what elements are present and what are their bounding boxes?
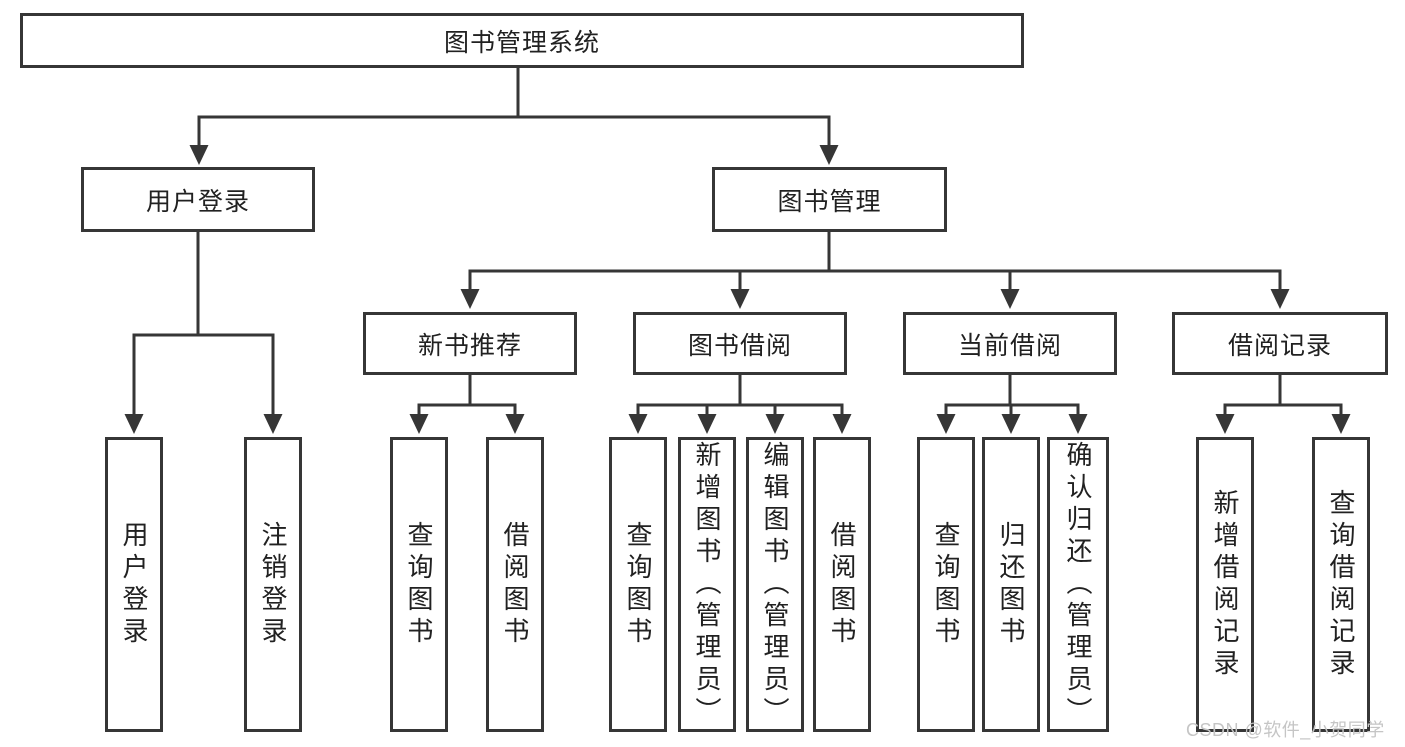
leaf-edit-book-admin: 编辑图书（管理员） [746,437,804,732]
leaf-query-books-current-label: 查询图书 [931,520,961,649]
leaf-borrow-books-borrowing: 借阅图书 [813,437,871,732]
leaf-edit-book-admin-label: 编辑图书（管理员） [760,440,790,729]
leaf-logout-login: 注销登录 [244,437,302,732]
node-borrowing-records-label: 借阅记录 [1227,331,1332,360]
leaf-borrow-books-recommend-label: 借阅图书 [500,520,530,649]
leaf-query-borrow-record-label: 查询借阅记录 [1326,488,1356,681]
node-user-login: 用户登录 [81,167,315,232]
leaf-query-borrow-record: 查询借阅记录 [1312,437,1370,732]
leaf-add-borrow-record: 新增借阅记录 [1196,437,1254,732]
leaf-confirm-return-admin: 确认归还（管理员） [1047,437,1109,732]
leaf-query-books-recommend: 查询图书 [390,437,448,732]
node-new-book-recommendation: 新书推荐 [363,312,577,375]
leaf-query-books-current: 查询图书 [917,437,975,732]
leaf-add-book-admin: 新增图书（管理员） [678,437,736,732]
leaf-add-book-admin-label: 新增图书（管理员） [692,440,722,729]
connector-edges [132,66,1343,416]
leaf-confirm-return-admin-label: 确认归还（管理员） [1063,440,1093,729]
connector-arrowheads [124,145,1351,434]
leaf-borrow-books-borrowing-label: 借阅图书 [827,520,857,649]
node-current-borrowing-label: 当前借阅 [957,331,1062,360]
leaf-user-login-label: 用户登录 [119,520,149,649]
node-root-system: 图书管理系统 [20,13,1024,68]
node-current-borrowing: 当前借阅 [903,312,1117,375]
node-book-borrowing-label: 图书借阅 [687,331,792,360]
leaf-query-books-borrowing-label: 查询图书 [623,520,653,649]
node-borrowing-records: 借阅记录 [1172,312,1388,375]
leaf-query-books-recommend-label: 查询图书 [404,520,434,649]
node-new-book-recommendation-label: 新书推荐 [417,331,522,360]
leaf-user-login: 用户登录 [105,437,163,732]
leaf-return-books: 归还图书 [982,437,1040,732]
leaf-return-books-label: 归还图书 [996,520,1026,649]
leaf-add-borrow-record-label: 新增借阅记录 [1210,488,1240,681]
leaf-logout-login-label: 注销登录 [258,520,288,649]
node-root-system-label: 图书管理系统 [443,28,600,57]
node-book-borrowing: 图书借阅 [633,312,847,375]
watermark: CSDN @软件_小贺同学 [1186,720,1385,740]
leaf-query-books-borrowing: 查询图书 [609,437,667,732]
node-user-login-label: 用户登录 [145,187,250,216]
node-book-management-label: 图书管理 [777,187,882,216]
leaf-borrow-books-recommend: 借阅图书 [486,437,544,732]
node-book-management: 图书管理 [712,167,947,232]
